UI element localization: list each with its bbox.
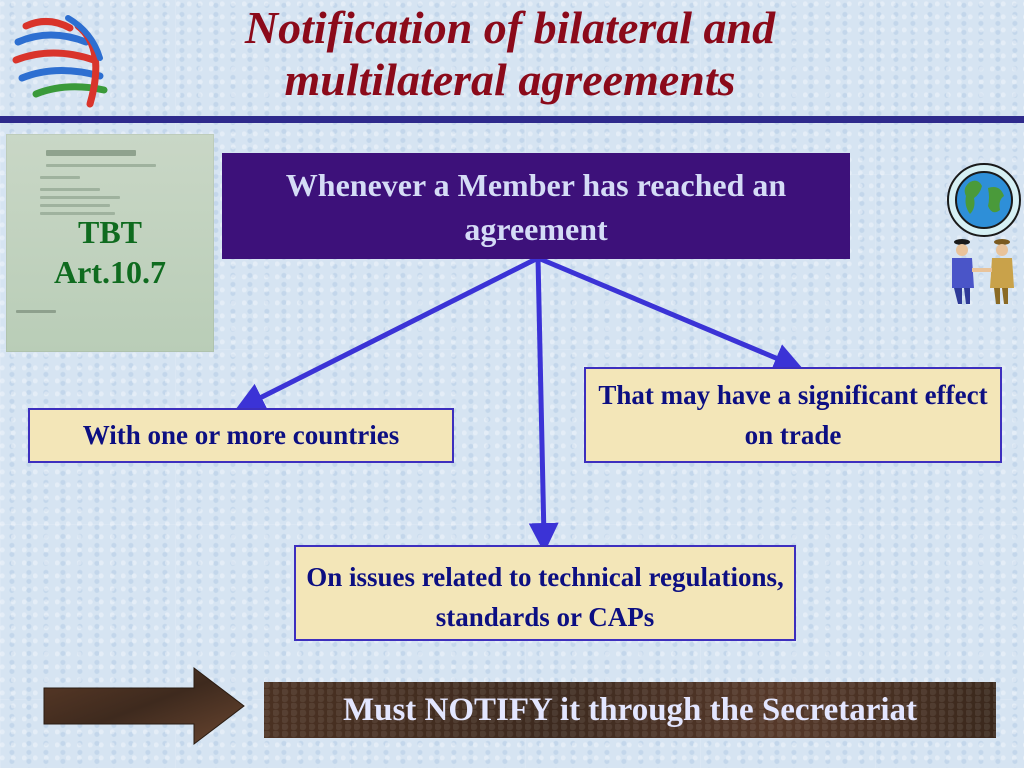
connector-left [234,255,540,411]
connector-right [537,255,804,373]
title-divider [0,116,1024,123]
globe-handshake-icon [947,163,1021,304]
wto-logo-icon [12,15,108,108]
tbt-label-line2: Art.10.7 [54,254,166,290]
countries-box: With one or more countries [28,408,454,463]
tbt-label-line1: TBT [77,214,143,250]
slide-title: Notification of bilateral and multilater… [244,2,776,105]
document-cover-image [6,134,214,352]
trade-effect-box: That may have a significant effect on tr… [584,367,1002,463]
technical-issues-box: On issues related to technical regulatio… [294,545,796,641]
notify-box: Must NOTIFY it through the Secretariat [264,682,996,738]
right-arrow-icon [43,666,245,746]
tbt-article-label: TBT Art.10.7 [20,212,200,292]
connector-down [528,257,559,553]
agreement-reached-box: Whenever a Member has reached an agreeme… [222,153,850,259]
